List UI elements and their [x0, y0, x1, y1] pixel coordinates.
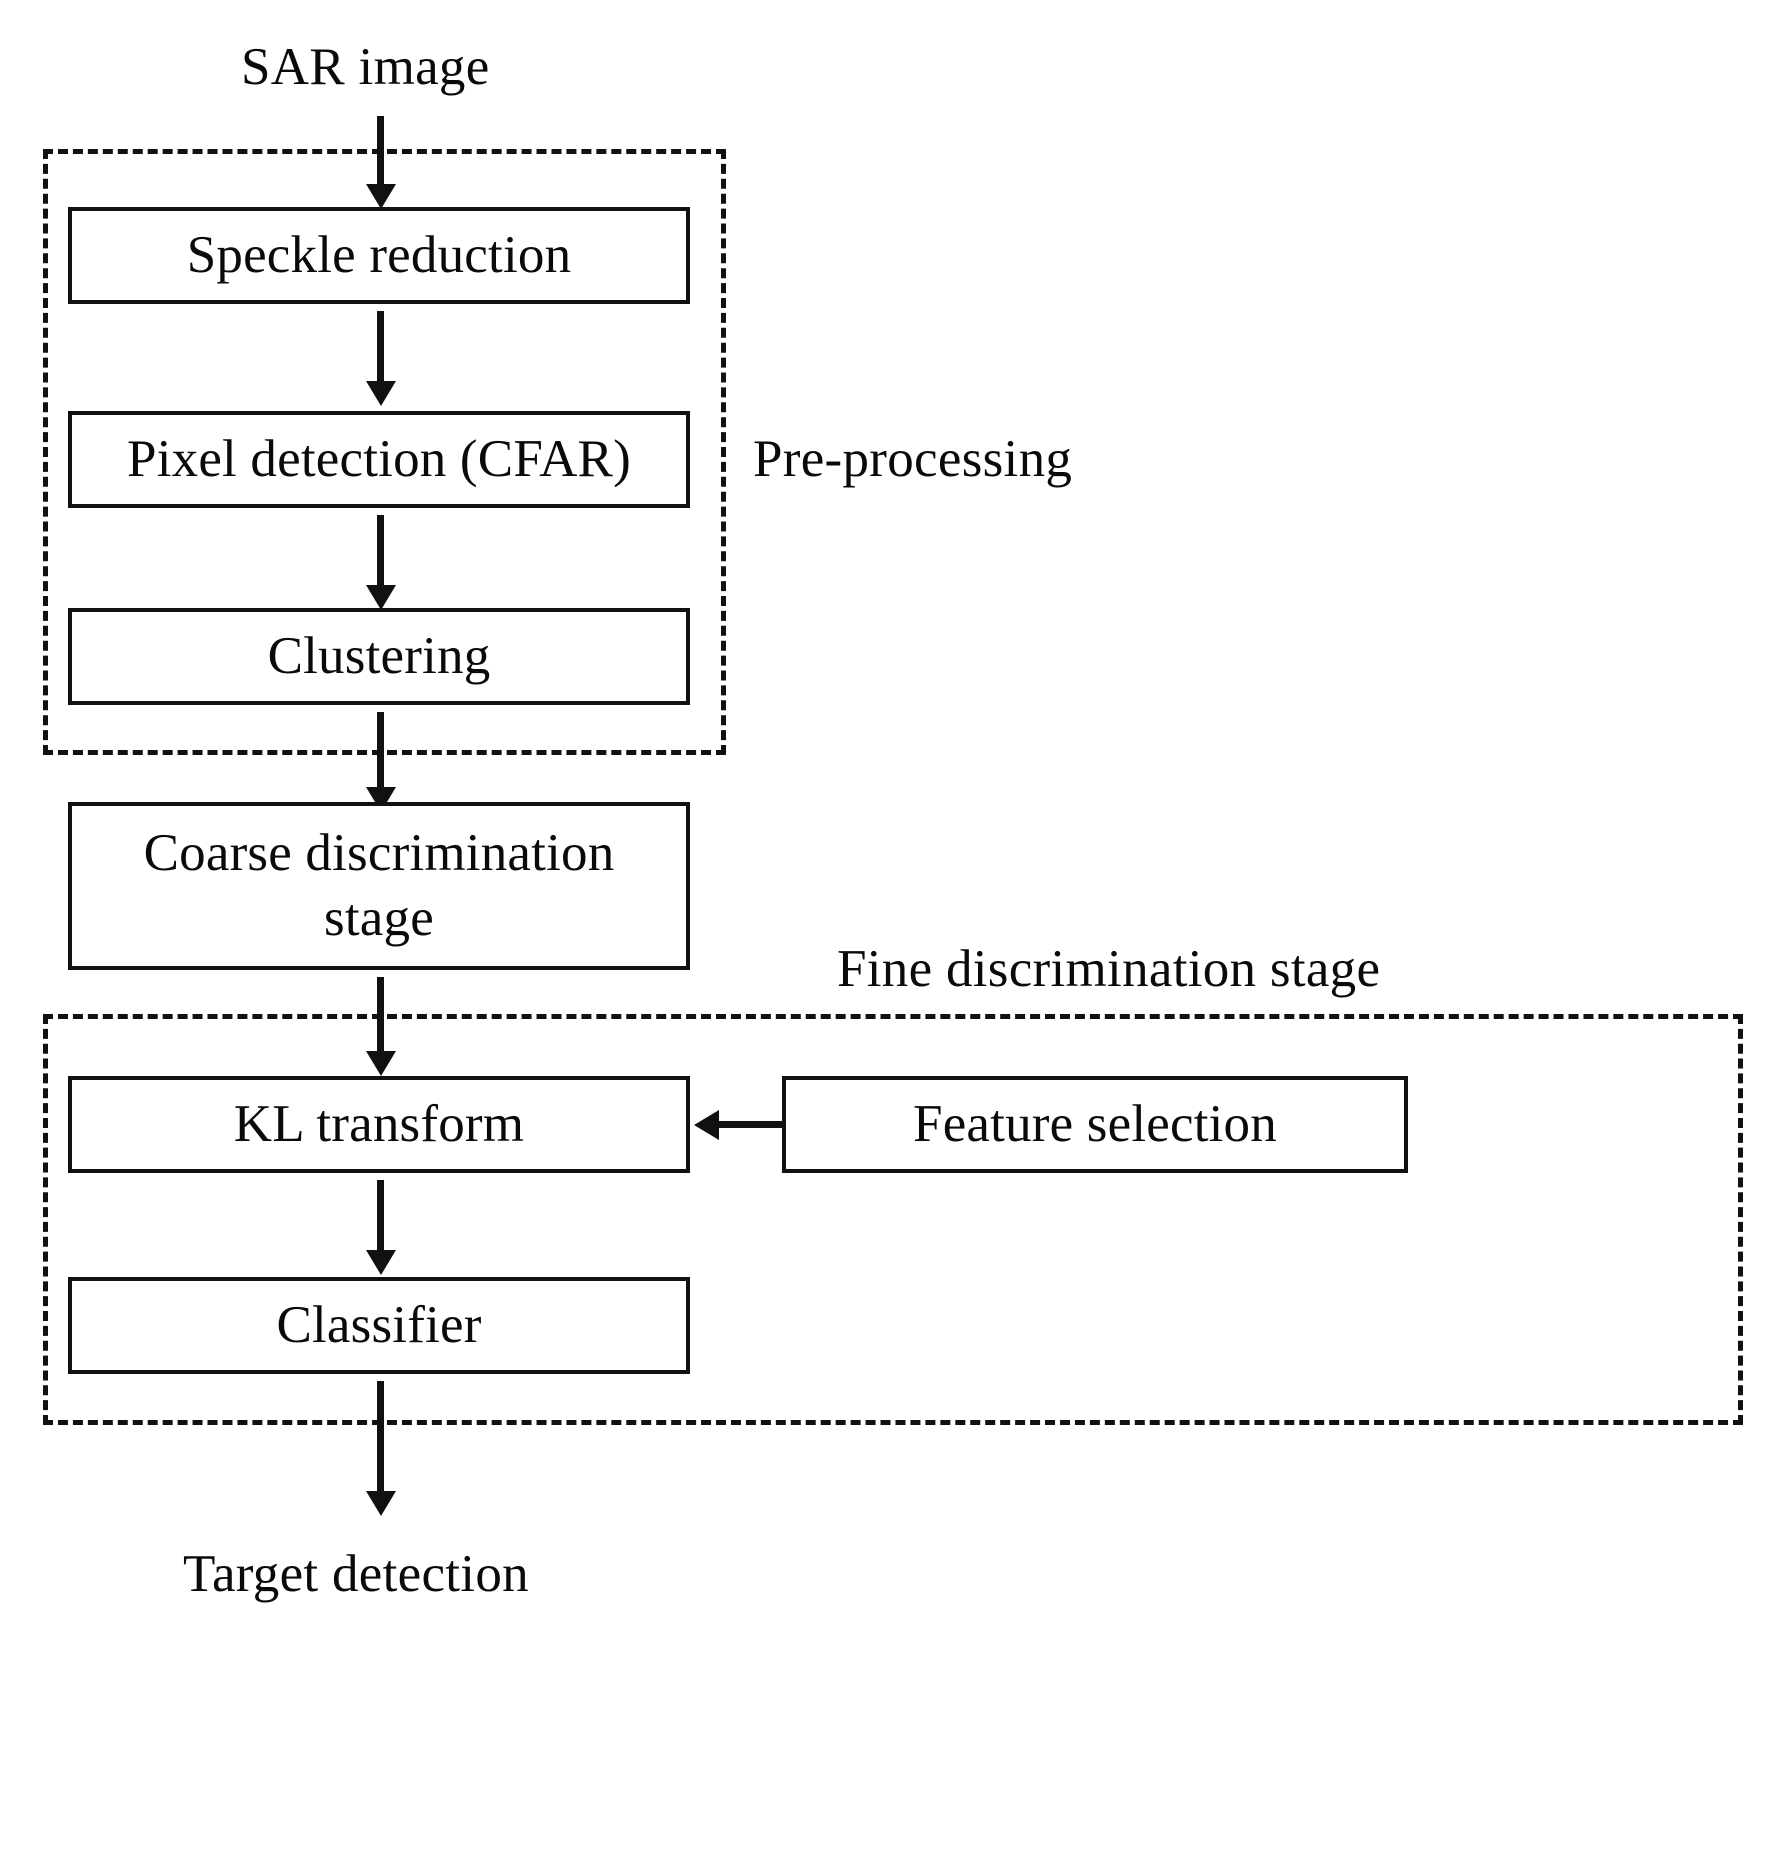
preprocessing-group-label: Pre-processing: [753, 430, 1073, 488]
node-classifier-label: Classifier: [276, 1296, 482, 1355]
node-clustering[interactable]: Clustering: [68, 608, 690, 705]
node-kl-transform-label: KL transform: [233, 1095, 525, 1154]
node-coarse-discrimination-label: Coarse discrimination stage: [136, 821, 623, 950]
node-clustering-label: Clustering: [267, 627, 491, 686]
preprocessing-group-region: [43, 149, 726, 755]
node-classifier[interactable]: Classifier: [68, 1277, 690, 1374]
node-speckle-reduction[interactable]: Speckle reduction: [68, 207, 690, 304]
node-coarse-discrimination-label-line2: stage: [324, 889, 434, 947]
node-coarse-discrimination-label-line1: Coarse discrimination: [143, 824, 615, 883]
node-speckle-reduction-label: Speckle reduction: [186, 226, 572, 285]
node-feature-selection-label: Feature selection: [913, 1095, 1277, 1154]
arrow-speckle-reduction-to-pixel-detection: [377, 311, 384, 383]
arrow-clustering-to-coarse-discrimination: [377, 712, 384, 789]
fine-discrimination-group-label: Fine discrimination stage: [837, 940, 1381, 998]
node-feature-selection[interactable]: Feature selection: [782, 1076, 1408, 1173]
output-label-target-detection: Target detection: [183, 1545, 529, 1603]
node-kl-transform[interactable]: KL transform: [68, 1076, 690, 1173]
arrow-classifier-to-target-detection: [377, 1381, 384, 1493]
fine-discrimination-group-region: [43, 1014, 1743, 1425]
arrow-pixel-detection-to-clustering: [377, 515, 384, 587]
arrow-feature-selection-to-kl-transform: [717, 1121, 782, 1128]
input-label-sar-image: SAR image: [241, 38, 490, 96]
arrow-coarse-discrimination-to-kl-transform: [377, 977, 384, 1053]
arrow-kl-transform-to-classifier: [377, 1180, 384, 1252]
arrow-sar-image-to-speckle-reduction: [377, 116, 384, 186]
node-pixel-detection-label: Pixel detection (CFAR): [127, 430, 631, 489]
node-coarse-discrimination[interactable]: Coarse discrimination stage: [68, 802, 690, 970]
node-pixel-detection[interactable]: Pixel detection (CFAR): [68, 411, 690, 508]
